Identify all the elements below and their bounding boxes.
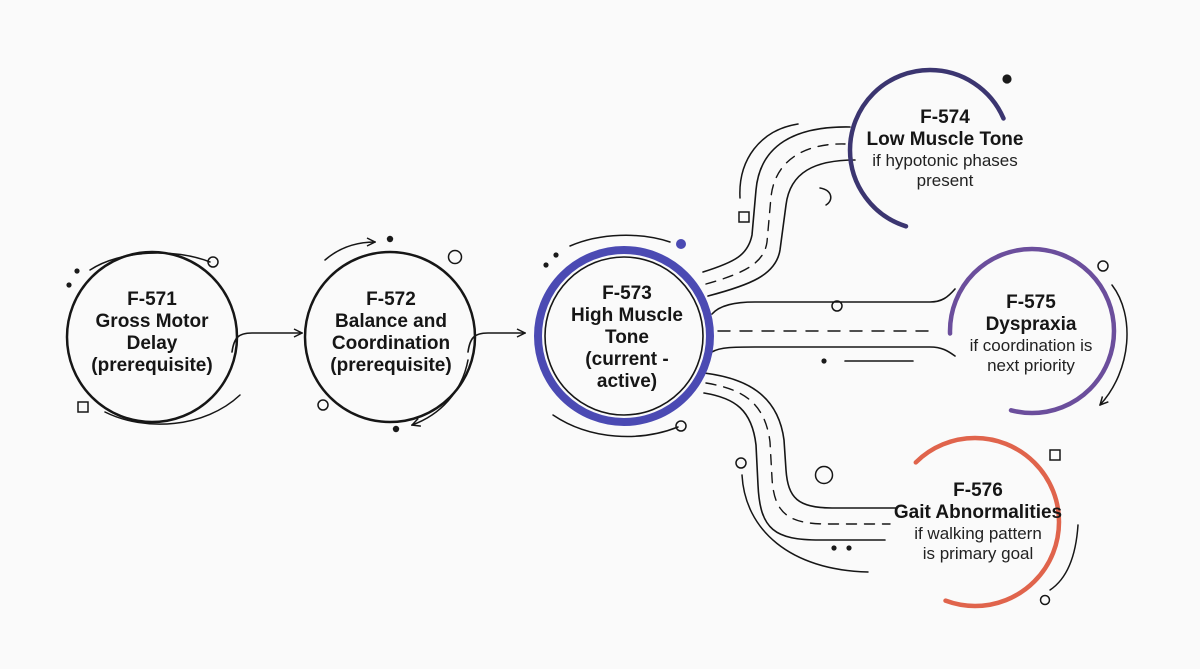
node-f571[interactable]: F-571 Gross Motor Delay (prerequisite) — [62, 289, 242, 377]
node-f576[interactable]: F-576 Gait Abnormalities if walking patt… — [888, 480, 1068, 564]
track-574-inner — [707, 159, 856, 297]
node-condition-line: is primary goal — [922, 544, 1034, 563]
deco-ring — [814, 465, 834, 485]
deco-dot — [1002, 74, 1012, 84]
node-label-line: High Muscle — [571, 305, 683, 326]
deco-ring — [317, 399, 329, 411]
node-code: F-574 — [920, 107, 970, 128]
node-condition-line: if coordination is — [969, 336, 1093, 355]
deco-square — [738, 211, 750, 223]
node-label-line: Balance and — [335, 311, 447, 332]
deco-dot — [831, 545, 837, 551]
deco-dot — [846, 545, 852, 551]
deco-arc-571-top — [89, 252, 211, 271]
deco-ring — [735, 457, 747, 469]
connector-571-572 — [231, 333, 302, 353]
node-condition-line: next priority — [987, 356, 1075, 375]
node-f574[interactable]: F-574 Low Muscle Tone if hypotonic phase… — [860, 107, 1030, 191]
deco-arc-573-top — [569, 234, 671, 247]
active-dot — [676, 239, 686, 249]
deco-dot — [553, 252, 559, 258]
deco-ring — [675, 420, 687, 432]
node-code: F-575 — [1006, 292, 1056, 313]
node-condition-line: present — [916, 171, 974, 190]
deco-arc-576-left — [741, 474, 869, 573]
deco-ring — [831, 300, 843, 312]
deco-dot — [392, 425, 400, 433]
deco-arc-574-left — [739, 123, 799, 199]
node-code: F-571 — [127, 289, 177, 310]
deco-ring — [447, 249, 463, 265]
node-ring-572 — [303, 250, 477, 424]
deco-arc-576-right — [1049, 524, 1079, 591]
node-label-line: Tone — [605, 327, 649, 348]
deco-arc-574-squiggle — [819, 187, 832, 206]
node-f575[interactable]: F-575 Dyspraxia if coordination is next … — [955, 292, 1107, 376]
deco-ring — [1039, 594, 1051, 606]
node-code: F-572 — [366, 289, 416, 310]
deco-dot — [543, 262, 549, 268]
deco-dot — [821, 358, 827, 364]
node-label-line: Coordination — [331, 333, 451, 354]
deco-arc-572-bottom — [412, 359, 469, 425]
node-title: Low Muscle Tone — [866, 129, 1024, 150]
track-576-outer — [703, 372, 897, 509]
node-label-line: Delay — [126, 333, 178, 354]
deco-ring — [207, 256, 219, 268]
deco-dot — [386, 235, 394, 243]
node-ring-571 — [65, 250, 239, 424]
node-label-line: (prerequisite) — [91, 355, 213, 376]
node-f572[interactable]: F-572 Balance and Coordination (prerequi… — [302, 289, 480, 377]
node-code: F-576 — [953, 480, 1003, 501]
node-title: Gait Abnormalities — [893, 502, 1063, 523]
track-576-inner — [703, 392, 886, 541]
node-condition-line: if walking pattern — [914, 524, 1042, 543]
deco-arc-573-bottom — [552, 414, 679, 438]
deco-arc-572-top — [324, 242, 375, 261]
node-code: F-573 — [602, 283, 652, 304]
node-ring-576 — [888, 435, 1062, 609]
node-label-line: (current - — [585, 349, 669, 370]
track-574-outer — [702, 126, 851, 273]
deco-square — [77, 401, 89, 413]
deco-dot — [66, 282, 72, 288]
track-575-top — [711, 288, 956, 315]
deco-dot — [74, 268, 80, 274]
node-ring-573 — [534, 246, 714, 426]
node-ring-573-inner — [544, 256, 704, 416]
node-label-line: Gross Motor — [95, 311, 209, 332]
node-ring-575 — [947, 246, 1117, 416]
deco-square — [1049, 449, 1061, 461]
track-575-bottom — [711, 346, 956, 357]
node-label-line: active) — [596, 371, 658, 392]
node-ring-574 — [847, 67, 1013, 233]
track-576-dash — [705, 382, 891, 525]
deco-ring — [1097, 260, 1109, 272]
deco-arc-575-right — [1100, 284, 1128, 405]
deco-arc-571-bottom — [104, 394, 241, 425]
node-title: Dyspraxia — [985, 314, 1077, 335]
node-label-line: (prerequisite) — [330, 355, 452, 376]
node-condition-line: if hypotonic phases — [872, 151, 1018, 170]
node-f573-active[interactable]: F-573 High Muscle Tone (current - active… — [545, 283, 709, 393]
